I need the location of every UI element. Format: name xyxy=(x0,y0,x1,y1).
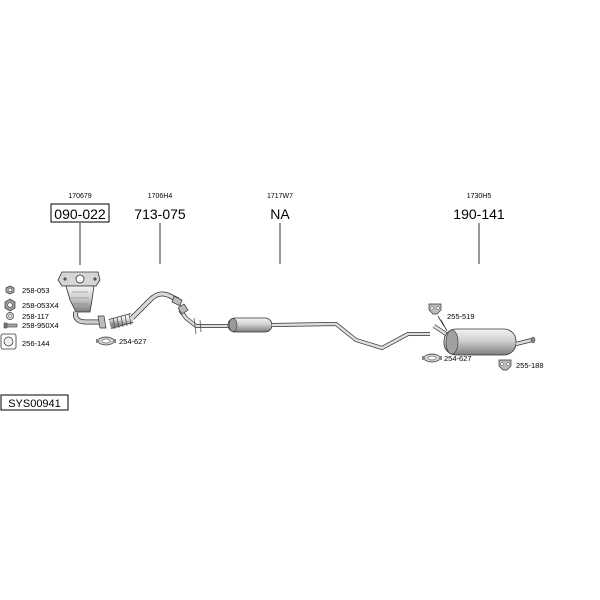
assembly-ref-label: 1706H4 xyxy=(148,193,173,200)
assembly-ref-label: 1717W7 xyxy=(267,193,293,200)
hanger-rear: 255-188 xyxy=(498,359,544,371)
part-code-box xyxy=(50,203,110,223)
rubber-hanger-icon xyxy=(428,303,442,315)
middle-pipe-drawing xyxy=(177,303,430,351)
fitting-code-label: 258-950X4 xyxy=(22,321,59,330)
assembly-code-label: 713-075 xyxy=(134,206,186,222)
clamp-rear: 254-627 xyxy=(422,353,472,363)
washer-icon xyxy=(6,312,14,320)
system-code-label: SYS00941 xyxy=(8,398,61,410)
assembly-front-pipe: 1706H4 713-075 xyxy=(134,193,186,264)
assembly-ref-label: 1730H5 xyxy=(467,193,492,200)
fitting-code-label: 258-053X4 xyxy=(22,301,59,310)
fitting-code-label: 255-519 xyxy=(447,312,475,321)
assembly-code-label: 090-022 xyxy=(54,206,106,222)
assembly-rear-silencer: 1730H5 190-141 xyxy=(453,193,505,264)
rubber-hanger-icon xyxy=(498,359,512,371)
assembly-code-label: 190-141 xyxy=(453,206,505,222)
bolt-icon xyxy=(3,322,18,329)
system-code-box xyxy=(0,394,69,411)
catalytic-converter-drawing xyxy=(57,271,107,329)
clamp-front: 254-627 xyxy=(96,336,147,346)
fitting-code-label: 254-627 xyxy=(444,354,472,363)
fitting-code-label: 258-053 xyxy=(22,286,50,295)
fitting-code-label: 258-117 xyxy=(22,312,49,321)
assembly-catalytic-converter: 170679 090-022 xyxy=(50,193,110,265)
hex-nut-icon xyxy=(4,298,16,312)
fittings-left: 258-053 258-053X4 258-117 258-950X4 256-… xyxy=(0,285,59,350)
fitting-code-label: 255-188 xyxy=(516,361,544,370)
rear-silencer-drawing xyxy=(432,315,536,356)
hanger-top: 255-519 xyxy=(428,303,475,321)
fitting-code-label: 254-627 xyxy=(119,337,147,346)
assembly-middle-pipe: 1717W7 NA xyxy=(267,193,293,264)
clamp-icon xyxy=(422,353,442,363)
clamp-icon xyxy=(96,336,116,346)
assembly-ref-label: 170679 xyxy=(68,193,91,200)
hex-nut-icon xyxy=(5,285,15,295)
fitting-code-label: 256-144 xyxy=(22,339,50,348)
system-code: SYS00941 xyxy=(0,394,69,411)
gasket-icon xyxy=(0,333,17,350)
front-pipe-drawing xyxy=(108,291,183,330)
assembly-code-label: NA xyxy=(270,206,290,222)
